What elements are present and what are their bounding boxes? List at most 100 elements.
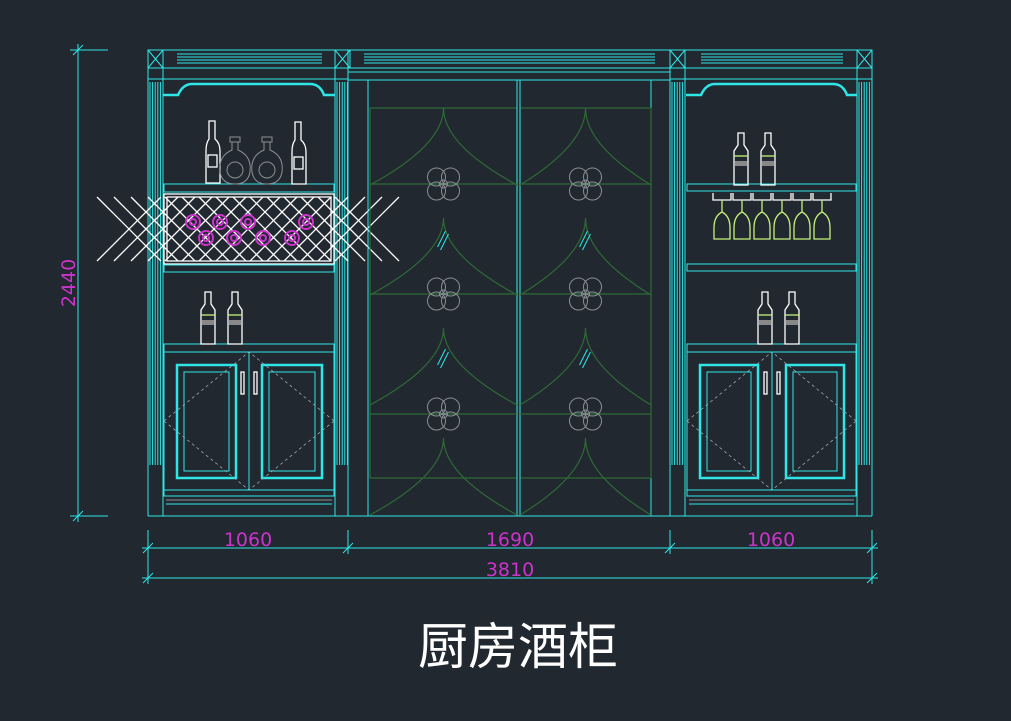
right-cabinet bbox=[669, 50, 873, 517]
champagne-bottles bbox=[200, 132, 800, 345]
rosette-center bbox=[581, 409, 590, 419]
corner-block bbox=[669, 49, 686, 69]
height-dimension-label: 2440 bbox=[58, 259, 80, 307]
right-width-dimension-label: 1060 bbox=[747, 529, 795, 551]
wine-glass bbox=[753, 200, 771, 240]
lattice-line bbox=[164, 196, 230, 262]
rosette-petal bbox=[583, 291, 602, 311]
door-handle[interactable] bbox=[776, 371, 781, 395]
lattice-line bbox=[334, 196, 400, 262]
bottle-label bbox=[229, 320, 241, 325]
bottle-end bbox=[240, 214, 256, 230]
bottle-end bbox=[212, 214, 228, 230]
lattice-line bbox=[198, 196, 264, 262]
champagne-bottle bbox=[784, 291, 800, 345]
rosette-petal bbox=[569, 411, 588, 431]
champagne-bottle bbox=[757, 291, 773, 345]
bottle-label bbox=[202, 320, 214, 325]
right-arch bbox=[686, 82, 857, 97]
rosette-petal bbox=[427, 167, 446, 187]
glass-reflection bbox=[579, 348, 591, 369]
glass-reflection bbox=[579, 230, 591, 251]
xo-decanter bbox=[251, 136, 283, 185]
middle-width-dimension-label: 1690 bbox=[486, 529, 534, 551]
bottle-end-inner bbox=[189, 218, 197, 226]
rosette-center bbox=[581, 179, 590, 189]
champagne-bottle bbox=[733, 132, 749, 186]
bottle-end-inner bbox=[230, 234, 238, 242]
bottle-end-inner bbox=[216, 218, 224, 226]
lattice-line bbox=[249, 196, 315, 262]
wine-rack bbox=[163, 193, 335, 265]
glass-holder bbox=[752, 193, 772, 201]
glass-arc bbox=[519, 327, 652, 406]
glass-holder bbox=[792, 193, 812, 201]
rosette-petal bbox=[569, 277, 588, 297]
bottle-end bbox=[255, 230, 271, 246]
glass-arc bbox=[519, 217, 652, 296]
rosette-petal bbox=[441, 277, 460, 297]
rosette-petal bbox=[583, 167, 602, 187]
lattice-line bbox=[283, 196, 349, 262]
rosette-petal bbox=[441, 181, 460, 201]
rosette-petal bbox=[441, 397, 460, 417]
glass-arc bbox=[519, 107, 652, 186]
bottle-end bbox=[185, 214, 201, 230]
wine-glass bbox=[733, 200, 751, 240]
door-handle[interactable] bbox=[253, 371, 258, 395]
lattice-line bbox=[181, 196, 247, 262]
glass-arc bbox=[519, 437, 652, 516]
rosette-center bbox=[439, 409, 448, 419]
bottle-end-inner bbox=[302, 218, 310, 226]
lattice-line bbox=[113, 196, 179, 262]
rosette-petal bbox=[427, 291, 446, 311]
bottle-label bbox=[759, 320, 771, 325]
bottle-label bbox=[786, 320, 798, 325]
bottle-end bbox=[226, 230, 242, 246]
champagne-bottle bbox=[227, 291, 243, 345]
rosette-petal bbox=[569, 167, 588, 187]
glass-arc bbox=[369, 437, 518, 516]
door-handle[interactable] bbox=[240, 371, 245, 395]
lattice-line bbox=[232, 196, 298, 262]
rosette-petal bbox=[569, 397, 588, 417]
rosette-petal bbox=[427, 411, 446, 431]
rosette-center bbox=[581, 289, 590, 299]
hanging-wine-glasses bbox=[712, 193, 832, 240]
bottle-end-inner bbox=[202, 234, 210, 242]
rack-bottles bbox=[185, 214, 314, 246]
middle-glass-doors[interactable] bbox=[348, 80, 670, 517]
bottle-end bbox=[298, 214, 314, 230]
lattice-line bbox=[96, 196, 162, 262]
corner-block bbox=[856, 49, 873, 69]
lattice-line bbox=[266, 196, 332, 262]
rosette-petal bbox=[569, 181, 588, 201]
champagne-bottle bbox=[200, 291, 216, 345]
glass-arc bbox=[369, 107, 518, 186]
glass-arc bbox=[369, 217, 518, 296]
rosette-petal bbox=[583, 397, 602, 417]
left-arch bbox=[163, 82, 335, 97]
wine-glass bbox=[793, 200, 811, 240]
drawing-title: 厨房酒柜 bbox=[418, 618, 618, 676]
rosette-center bbox=[439, 179, 448, 189]
champagne-bottle bbox=[760, 132, 776, 186]
lattice-line bbox=[130, 196, 196, 262]
left-cabinet bbox=[96, 50, 400, 517]
wine-bottle bbox=[205, 120, 221, 184]
glass-holder bbox=[712, 193, 732, 201]
glass-reflection bbox=[437, 230, 449, 251]
bottle-end bbox=[198, 230, 214, 246]
bottle-label bbox=[762, 161, 774, 166]
wine-glass bbox=[813, 200, 831, 240]
xo-decanter bbox=[219, 136, 251, 185]
lattice-line bbox=[300, 196, 366, 262]
rosette-petal bbox=[583, 411, 602, 431]
pilaster-flutes bbox=[149, 82, 870, 465]
glass-pattern bbox=[369, 107, 652, 516]
rosette-petal bbox=[427, 277, 446, 297]
glass-reflection bbox=[437, 348, 449, 369]
bottle-label bbox=[735, 161, 747, 166]
door-handle[interactable] bbox=[763, 371, 768, 395]
